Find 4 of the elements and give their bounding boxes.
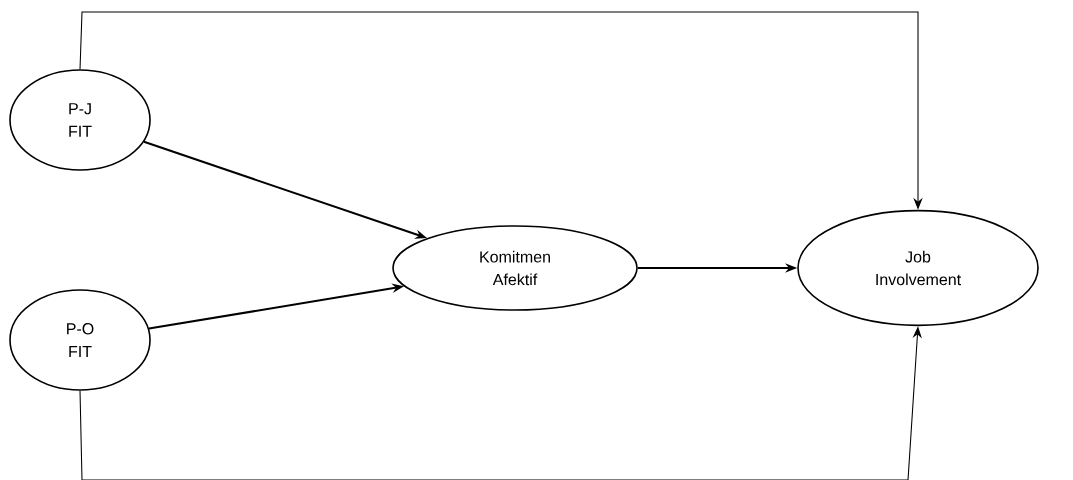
ellipse-node: Komitmen Afektif bbox=[392, 225, 638, 311]
ellipse-node: P-O FIT bbox=[9, 289, 151, 391]
ellipse-node: Job Involvement bbox=[797, 209, 1039, 327]
ellipse-node: P-J FIT bbox=[9, 69, 151, 171]
